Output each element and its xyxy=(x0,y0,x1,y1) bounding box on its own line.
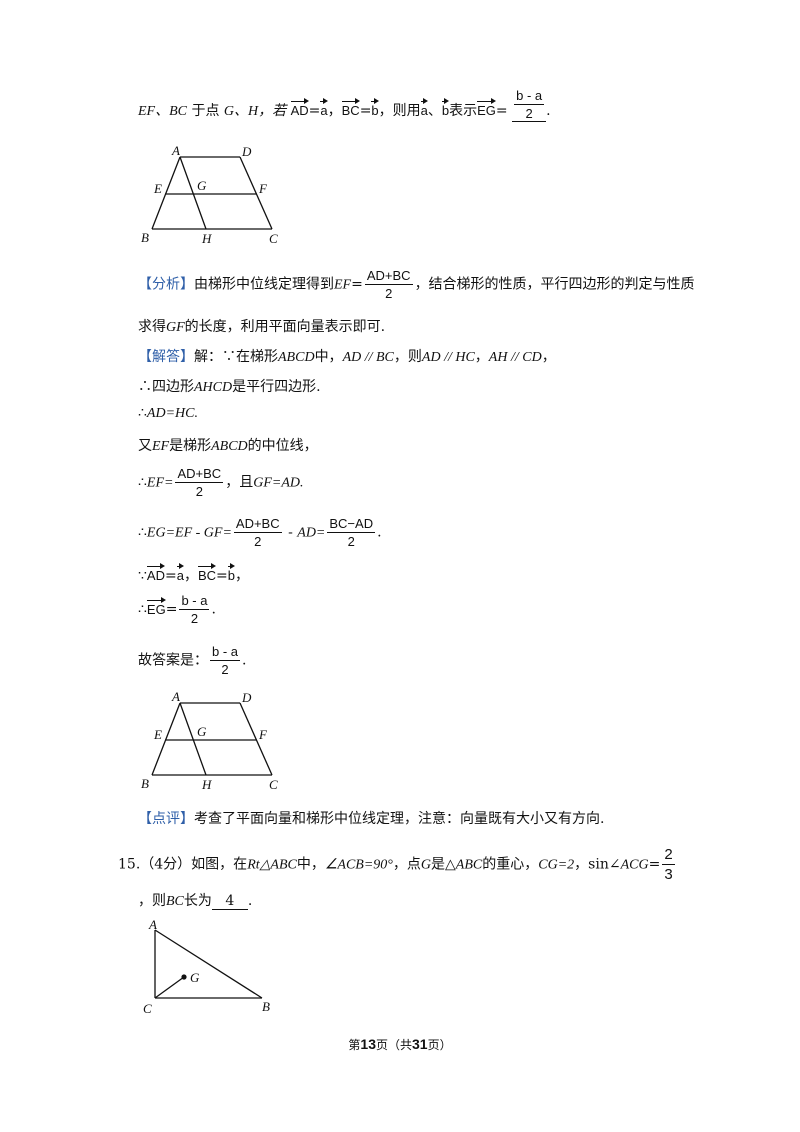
vector-a: a xyxy=(320,98,328,118)
label-f: F xyxy=(258,181,268,196)
label-h: H xyxy=(201,231,212,246)
right-triangle-figure: A G C B xyxy=(143,917,270,1016)
label-d: D xyxy=(241,144,252,159)
label-b: B xyxy=(141,776,149,791)
centroid-point xyxy=(181,974,187,980)
label-e: E xyxy=(153,727,162,742)
vector-bc: BC xyxy=(341,98,360,118)
question-number: 15. xyxy=(118,856,141,873)
label-h: H xyxy=(201,777,212,792)
solution-line-3: ∴AD=HC. xyxy=(138,405,198,421)
vector-b: b xyxy=(371,98,379,118)
label-a: A xyxy=(171,143,180,158)
segment-cg xyxy=(154,976,185,999)
edge-dc xyxy=(239,702,273,776)
trapezoid-figure-1: A D E G F B H C xyxy=(141,143,278,246)
total-pages: 31 xyxy=(412,1036,428,1052)
solution-line-7: ∵AD=a，BC=b， xyxy=(138,563,249,584)
label-c: C xyxy=(269,231,278,246)
label-a: A xyxy=(148,917,157,932)
solution-line-1: 【解答】解：∵在梯形ABCD中，AD // BC，则AD // HC，AH //… xyxy=(138,349,556,365)
edge-ab xyxy=(151,156,181,230)
label-g: G xyxy=(190,970,200,985)
segment-ah xyxy=(179,702,207,776)
label-g: G xyxy=(197,724,207,739)
comment-tag: 【点评】 xyxy=(138,811,194,827)
solution-line-4: 又EF是梯形ABCD的中位线， xyxy=(138,438,318,454)
edge-dc xyxy=(239,156,273,230)
label-b: B xyxy=(141,230,149,245)
solution-line-2: ∴四边形AHCD是平行四边形. xyxy=(138,379,321,395)
label-e: E xyxy=(153,181,162,196)
label-a: A xyxy=(171,689,180,704)
comment-line: 【点评】考查了平面向量和梯形中位线定理，注意：向量既有大小又有方向. xyxy=(138,811,605,827)
segment-ah xyxy=(179,156,207,230)
trapezoid-figure-2: A D E G F B H C xyxy=(141,689,278,792)
answer-blank: 4 xyxy=(211,893,248,910)
page-number: 13 xyxy=(360,1036,376,1052)
vector-eg: EG xyxy=(477,98,496,118)
analysis-tag: 【分析】 xyxy=(138,276,194,293)
answer-blank: b - a 2 xyxy=(512,88,547,122)
answer-fraction: b - a 2 xyxy=(514,88,545,121)
label-c: C xyxy=(269,777,278,792)
label-f: F xyxy=(258,727,268,742)
analysis-line-2: 求得GF的长度，利用平面向量表示即可. xyxy=(138,319,386,335)
q15-line-1: 15.（4分）如图，在Rt△ABC中，∠ACB=90°，点G是△ABC的重心，C… xyxy=(118,846,675,883)
vector-ad: AD xyxy=(290,98,309,118)
label-c: C xyxy=(143,1001,152,1016)
label-g: G xyxy=(197,178,207,193)
page-footer: 第13页（共31页） xyxy=(348,1036,452,1052)
label-d: D xyxy=(241,690,252,705)
label-b: B xyxy=(262,999,270,1014)
solution-tag: 【解答】 xyxy=(138,349,194,365)
q14-question-line: EF、BC 于点 G、H，若 AD=a，BC=b，则用a、b表示EG= b - … xyxy=(138,88,551,122)
edge-ab xyxy=(151,702,181,776)
edge-ab xyxy=(154,929,263,999)
